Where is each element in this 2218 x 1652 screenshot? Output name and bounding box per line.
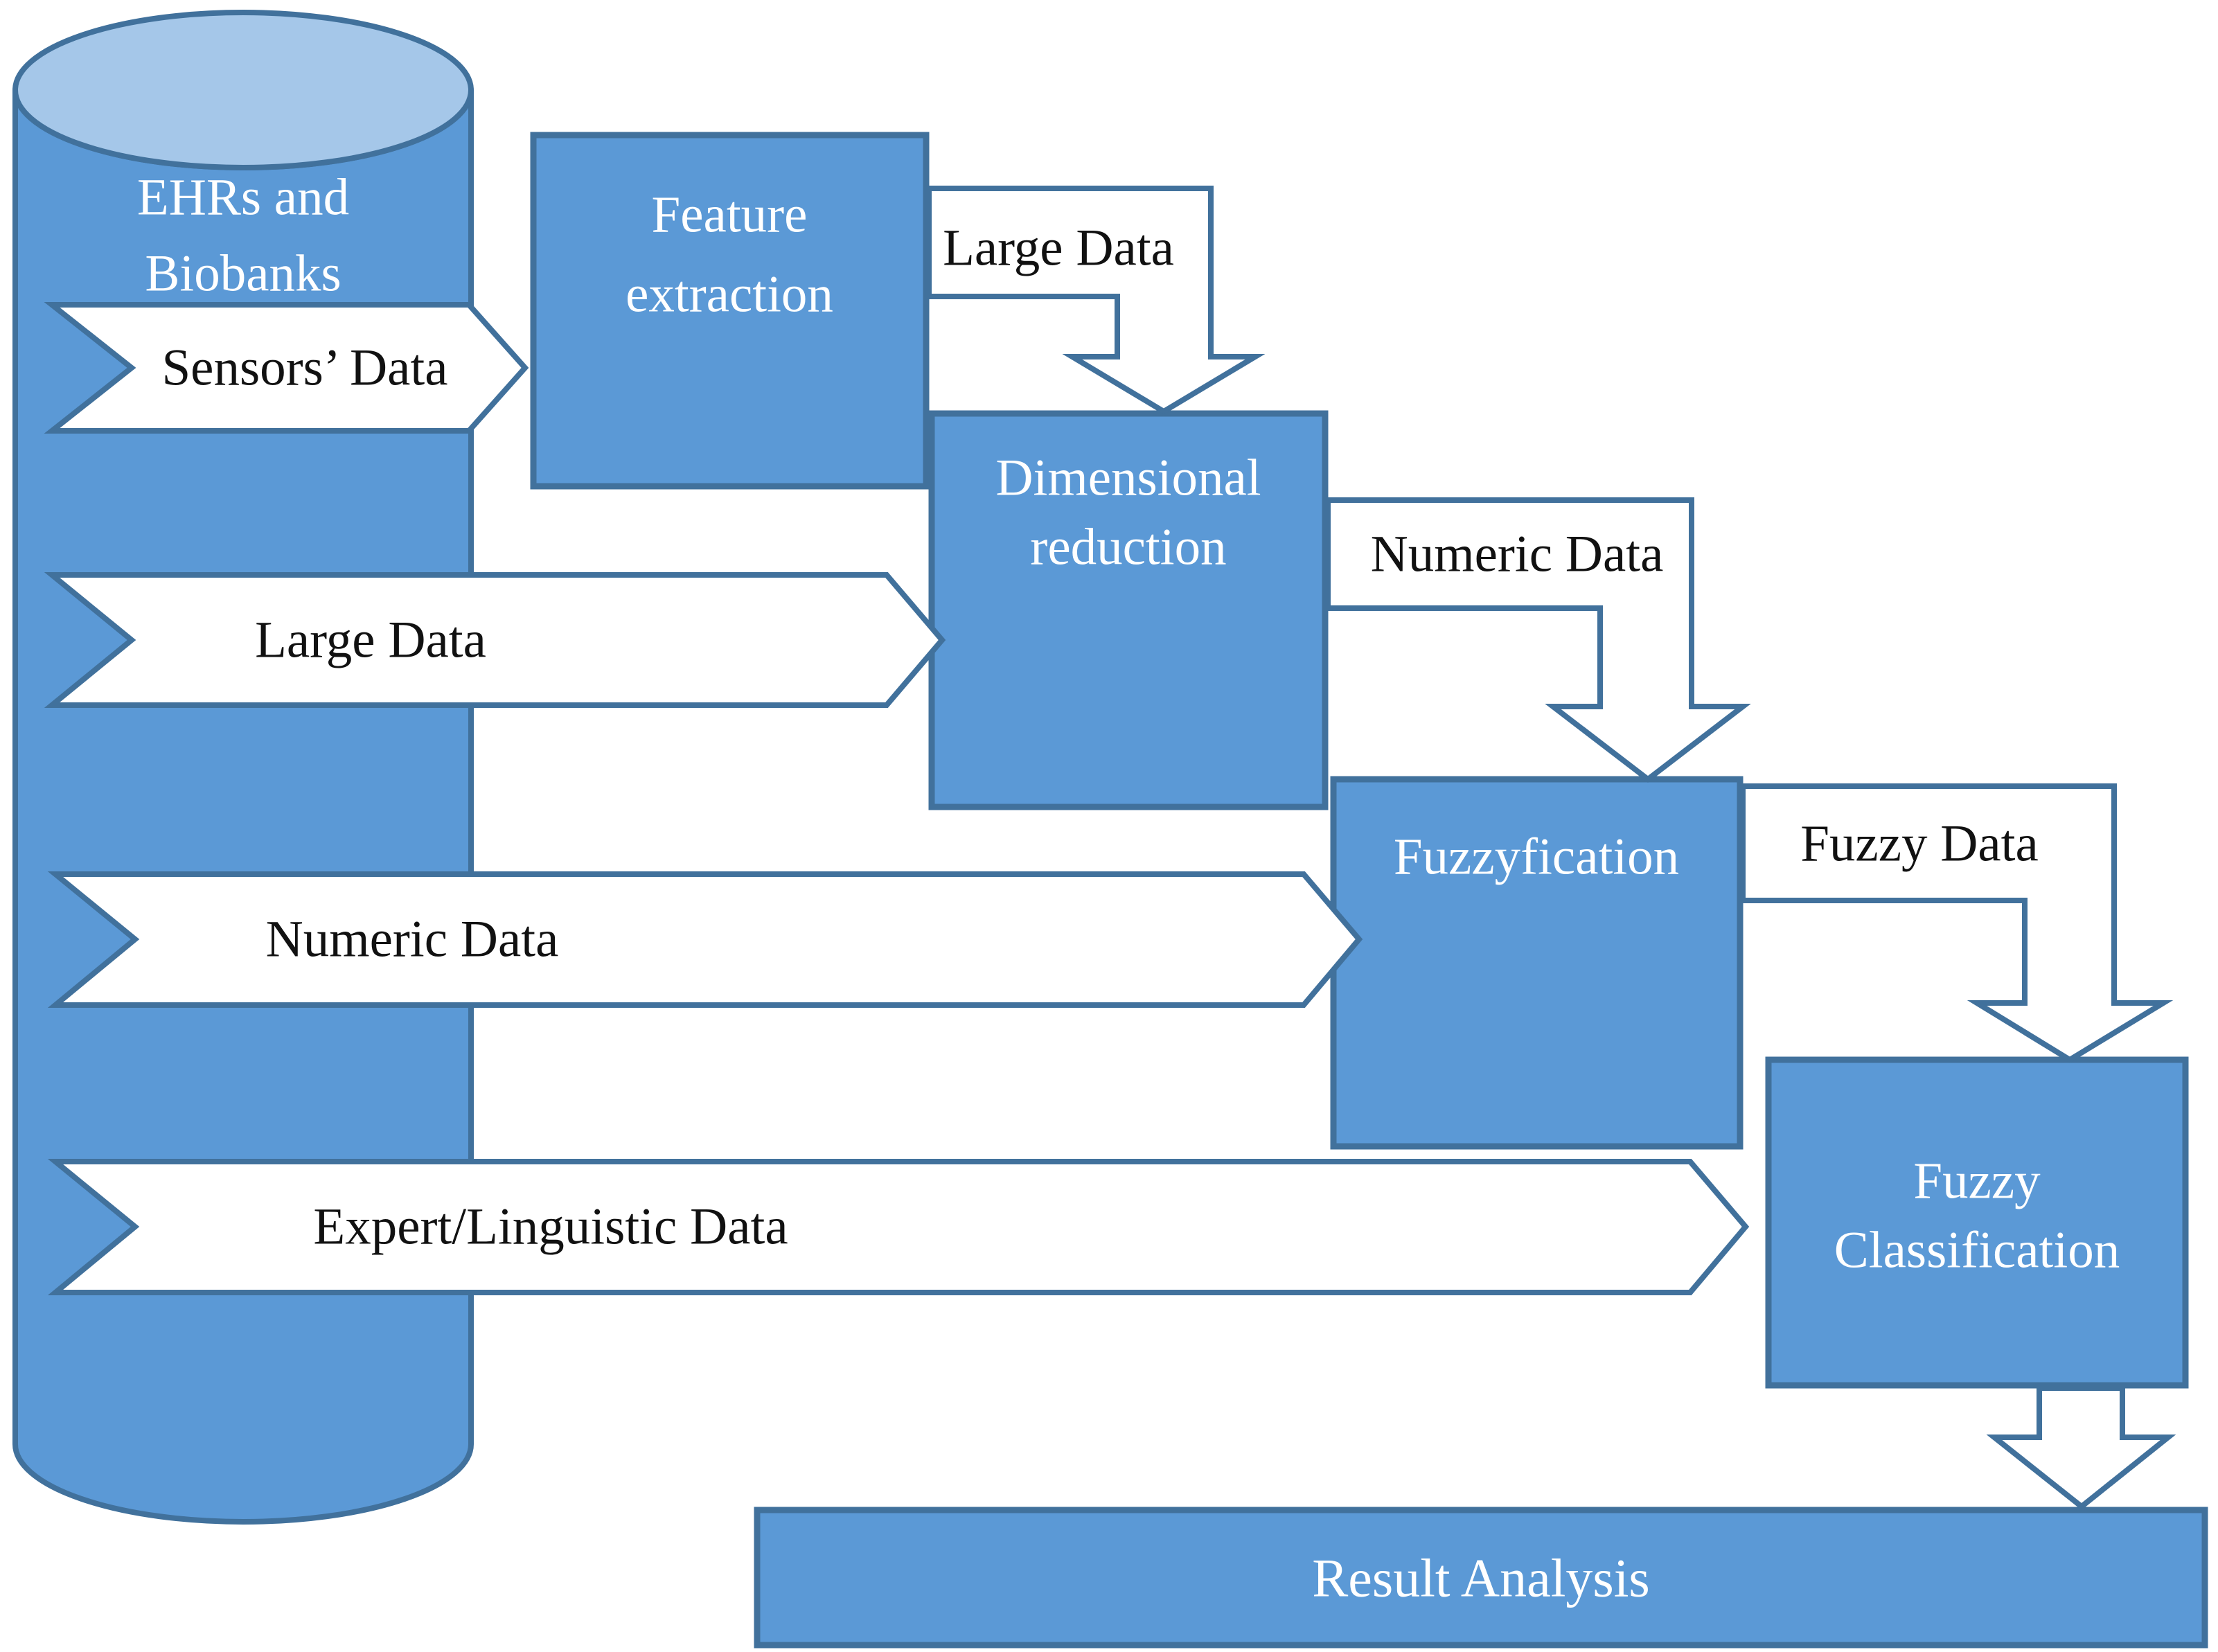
sensors-chevron-label: Sensors’ Data <box>161 339 447 397</box>
cylinder-top-face <box>12 10 474 170</box>
datastore-label-line2: Biobanks <box>145 245 341 303</box>
fuzzyfication-box <box>1330 776 1744 1150</box>
large-data-bent-arrow <box>926 186 1266 415</box>
result-down-arrow <box>1986 1385 2176 1511</box>
result-analysis-box <box>754 1507 2208 1649</box>
large-flow-label: Large Data <box>943 220 1174 277</box>
dimensional-label-line1: Dimensional <box>995 450 1261 507</box>
feature-extraction-box <box>530 132 930 490</box>
expert-chevron-label: Expert/Linguistic Data <box>313 1198 788 1256</box>
dimensional-label-line2: reduction <box>1030 519 1226 576</box>
datastore-cylinder <box>12 10 474 1525</box>
numeric-chevron-label: Numeric Data <box>266 911 559 968</box>
feature-label-line1: Feature <box>652 186 808 244</box>
classification-label-line1: Fuzzy <box>1913 1153 2041 1210</box>
fuzzy-flow-label: Fuzzy Data <box>1800 815 2039 873</box>
large-chevron-label: Large Data <box>255 612 486 669</box>
feature-label-line2: extraction <box>626 266 833 323</box>
datastore-label-line1: EHRs and <box>137 169 349 227</box>
large-data-chevron <box>44 572 946 708</box>
result-label: Result Analysis <box>1312 1548 1650 1608</box>
expert-data-chevron <box>47 1159 1750 1295</box>
fuzzyfication-label: Fuzzyfication <box>1394 828 1679 886</box>
numeric-data-chevron <box>47 871 1363 1008</box>
fuzzy-data-bent-arrow <box>1740 783 2174 1063</box>
numeric-flow-label: Numeric Data <box>1371 526 1664 583</box>
fuzzy-classification-box <box>1765 1056 2189 1389</box>
numeric-data-bent-arrow <box>1325 497 1751 783</box>
classification-label-line2: Classification <box>1834 1222 2120 1279</box>
sensors-data-chevron <box>44 302 529 434</box>
dimensional-reduction-box <box>928 410 1329 810</box>
